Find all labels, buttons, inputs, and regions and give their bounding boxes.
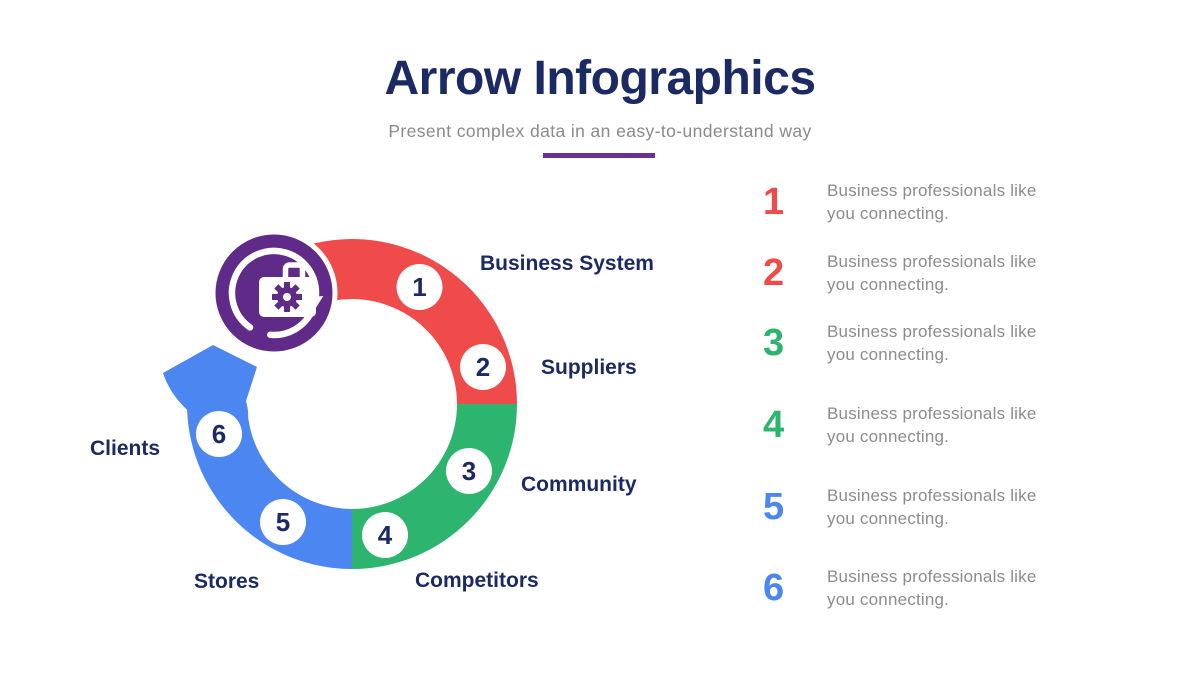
step-number-4: 4 bbox=[378, 520, 393, 550]
label-competitors: Competitors bbox=[415, 569, 539, 592]
legend-description-6-line2: you connecting. bbox=[827, 590, 950, 609]
legend-number-6: 6 bbox=[763, 567, 785, 609]
label-suppliers: Suppliers bbox=[541, 356, 637, 379]
step-circle-3 bbox=[446, 448, 492, 494]
step-number-3: 3 bbox=[462, 456, 476, 486]
legend-description-1-line2: you connecting. bbox=[827, 204, 950, 223]
legend-description-2-line1: Business professionals like bbox=[827, 251, 1037, 271]
legend-description-2-line2: you connecting. bbox=[827, 275, 950, 294]
page-subtitle: Present complex data in an easy-to-under… bbox=[388, 121, 812, 141]
step-circle-5 bbox=[260, 499, 306, 545]
legend-number-1: 1 bbox=[763, 181, 785, 223]
step-circle-1 bbox=[396, 264, 443, 310]
legend-item-2: 2 Business professionals like you connec… bbox=[763, 247, 1057, 299]
segment-labels: Business System Suppliers Community Comp… bbox=[90, 252, 654, 593]
page-title: Arrow Infographics bbox=[384, 52, 816, 105]
legend-description-6-line1: Business professionals like bbox=[827, 566, 1037, 586]
briefcase-sync-icon bbox=[228, 247, 324, 339]
legend-description-5: Business professionals like you connecti… bbox=[827, 484, 1057, 530]
gear-icon bbox=[272, 282, 302, 312]
legend-description-4-line2: you connecting. bbox=[827, 427, 950, 446]
legend-item-1: 1 Business professionals like you connec… bbox=[763, 176, 1057, 228]
legend-number-2: 2 bbox=[763, 252, 785, 294]
label-stores: Stores bbox=[194, 570, 259, 593]
arrow-cycle-diagram: 1 2 3 4 5 6 Business System Suppliers Co… bbox=[90, 229, 654, 593]
legend-description-3: Business professionals like you connecti… bbox=[827, 320, 1057, 366]
legend-description-4: Business professionals like you connecti… bbox=[827, 402, 1057, 448]
legend-description-3-line2: you connecting. bbox=[827, 345, 950, 364]
legend-item-4: 4 Business professionals like you connec… bbox=[763, 399, 1057, 451]
legend-item-3: 3 Business professionals like you connec… bbox=[763, 317, 1057, 369]
step-markers: 1 2 3 4 5 6 bbox=[196, 264, 506, 558]
legend-item-6: 6 Business professionals like you connec… bbox=[763, 562, 1057, 614]
legend-description-1: Business professionals like you connecti… bbox=[827, 179, 1057, 225]
legend-description-3-line1: Business professionals like bbox=[827, 321, 1037, 341]
label-clients: Clients bbox=[90, 437, 160, 460]
legend-number-5: 5 bbox=[763, 486, 785, 528]
step-number-2: 2 bbox=[476, 352, 490, 382]
center-emblem bbox=[210, 229, 338, 357]
step-number-1: 1 bbox=[412, 272, 426, 302]
legend-number-4: 4 bbox=[763, 404, 785, 446]
legend-number-3: 3 bbox=[763, 322, 785, 364]
label-community: Community bbox=[521, 473, 637, 496]
legend-description-1-line1: Business professionals like bbox=[827, 180, 1037, 200]
label-business-system: Business System bbox=[480, 252, 654, 275]
legend-description-4-line1: Business professionals like bbox=[827, 403, 1037, 423]
legend-description-5-line2: you connecting. bbox=[827, 509, 950, 528]
step-number-6: 6 bbox=[212, 419, 226, 449]
step-circle-2 bbox=[460, 344, 506, 390]
legend-item-5: 5 Business professionals like you connec… bbox=[763, 481, 1057, 533]
step-number-5: 5 bbox=[276, 507, 290, 537]
step-circle-4 bbox=[362, 512, 408, 558]
ring-segment-blue-arrow bbox=[163, 345, 352, 569]
legend-description-2: Business professionals like you connecti… bbox=[827, 250, 1057, 296]
step-circle-6 bbox=[196, 411, 242, 457]
title-underline bbox=[543, 153, 655, 158]
legend-description-5-line1: Business professionals like bbox=[827, 485, 1037, 505]
sync-arc bbox=[228, 247, 320, 331]
legend-description-6: Business professionals like you connecti… bbox=[827, 565, 1057, 611]
